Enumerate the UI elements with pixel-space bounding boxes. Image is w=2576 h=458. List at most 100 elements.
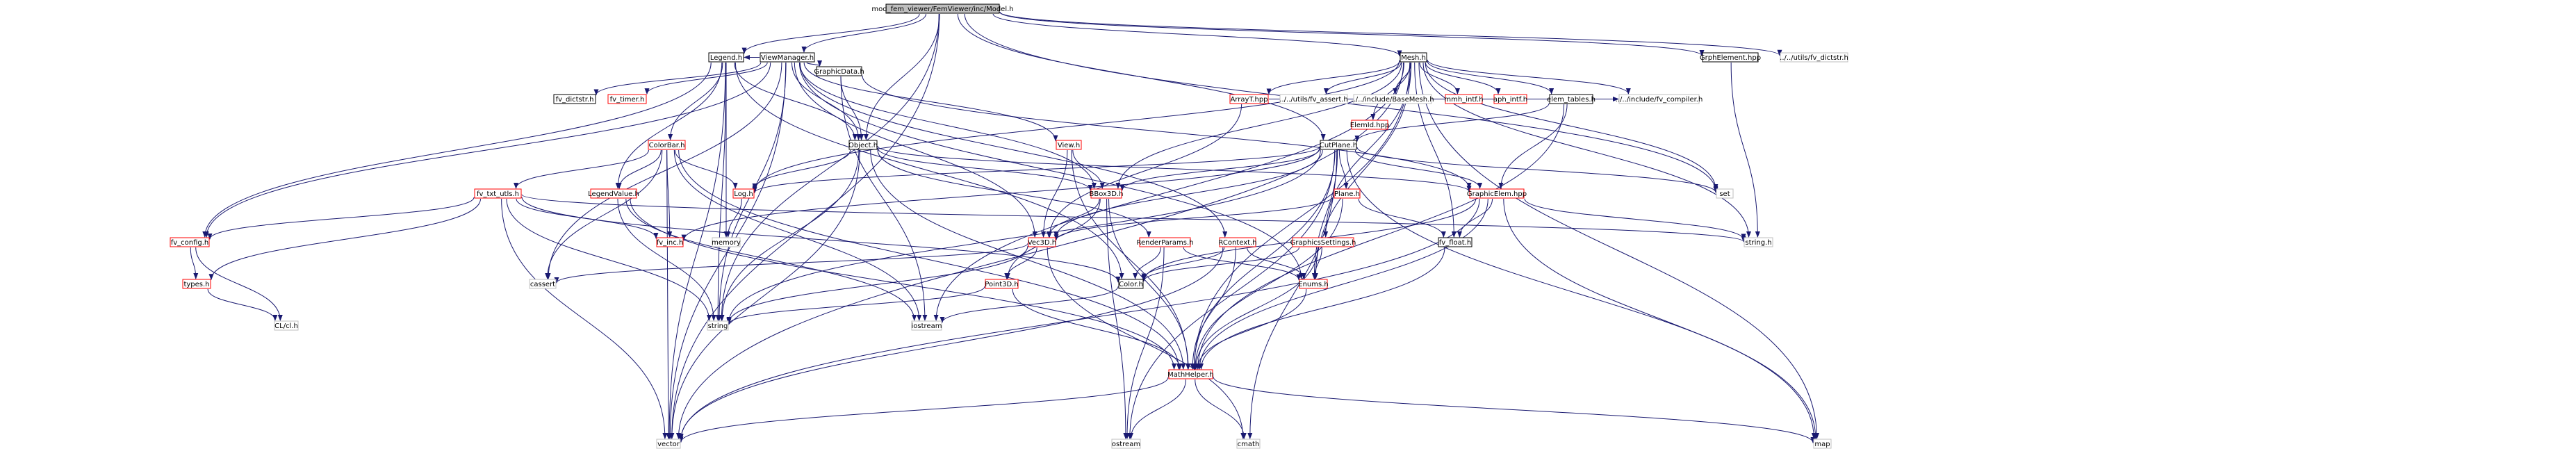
node-box-plane bbox=[1334, 188, 1361, 199]
edge-bbox3d-to-vec3d bbox=[1046, 198, 1100, 238]
node-fvfloat[interactable]: fv_float.h bbox=[1438, 237, 1472, 247]
node-object[interactable]: Object.h bbox=[848, 140, 878, 150]
edge-model-to-mesh bbox=[992, 13, 1402, 57]
node-logh[interactable]: Log.h bbox=[732, 188, 755, 199]
edge-renderparams-to-ostream bbox=[1124, 247, 1165, 439]
node-elemid[interactable]: ElemId.hpp bbox=[1350, 120, 1390, 130]
edge-cutplane-to-graphicelem bbox=[1354, 149, 1483, 189]
edge-object-to-graphicelem bbox=[877, 145, 1472, 193]
node-box-cutplane bbox=[1320, 140, 1357, 150]
node-box-point3d bbox=[985, 279, 1019, 289]
edge-viewmanager-to-vec3d bbox=[794, 62, 1037, 238]
node-fvtxtutils[interactable]: fv_txt_utls.h bbox=[474, 188, 522, 199]
edge-mesh-to-arrayt bbox=[1266, 60, 1400, 95]
node-fvassert: ../../utils/fv_assert.h bbox=[1279, 94, 1348, 104]
node-types[interactable]: types.h bbox=[182, 279, 211, 289]
edge-mesh-to-fvcompiler bbox=[1427, 59, 1631, 95]
node-box-color bbox=[1118, 279, 1144, 289]
node-fvconfig[interactable]: fv_config.h bbox=[170, 237, 210, 247]
node-arrayt[interactable]: ArrayT.hpp bbox=[1229, 94, 1269, 104]
node-memory: memory bbox=[712, 237, 741, 247]
edge-object-to-mathhelper bbox=[870, 149, 1186, 370]
node-label-logh: Log.h bbox=[734, 190, 753, 198]
nodes-layer: mod_fem_viewer/FemViewer/inc/Model.hView… bbox=[170, 3, 1848, 449]
node-renderparams[interactable]: RenderParams.h bbox=[1136, 237, 1194, 247]
node-label-aphintf: aph_intf.h bbox=[1493, 96, 1527, 104]
node-label-fvtimer: fv_timer.h bbox=[610, 96, 645, 104]
node-fvinc[interactable]: fv_inc.h bbox=[656, 237, 684, 247]
edge-graphicdata-to-graphicelem bbox=[862, 75, 1472, 190]
node-mmhintf[interactable]: mmh_intf.h bbox=[1444, 94, 1484, 104]
node-box-basemesh bbox=[1353, 94, 1432, 104]
edge-view-to-vec3d bbox=[1041, 149, 1068, 238]
node-plane[interactable]: Plane.h bbox=[1334, 188, 1361, 199]
node-box-vector bbox=[656, 439, 681, 449]
node-fvtimer[interactable]: fv_timer.h bbox=[607, 94, 647, 104]
node-vec3d[interactable]: Vec3D.h bbox=[1028, 237, 1056, 247]
node-label-enums: Enums.h bbox=[1298, 281, 1328, 288]
edge-graphicssettings-to-color bbox=[1141, 247, 1299, 282]
node-viewmanager[interactable]: ViewManager.h bbox=[760, 52, 815, 63]
node-set: set bbox=[1716, 188, 1734, 199]
node-box-viewmanager bbox=[760, 52, 815, 63]
node-box-bbox3d bbox=[1090, 188, 1122, 199]
node-label-clcl: CL/cl.h bbox=[274, 322, 298, 330]
node-legend[interactable]: Legend.h bbox=[708, 52, 744, 63]
node-box-fvtimer bbox=[607, 94, 647, 104]
edge-graphicelem-to-stringh bbox=[1524, 198, 1746, 240]
node-label-fvconfig: fv_config.h bbox=[171, 239, 209, 247]
node-box-fvassert bbox=[1279, 94, 1348, 104]
node-enums[interactable]: Enums.h bbox=[1298, 279, 1329, 289]
node-mesh[interactable]: Mesh.h bbox=[1400, 52, 1427, 63]
edge-rcontext-to-color bbox=[1141, 247, 1225, 280]
node-label-legend: Legend.h bbox=[710, 54, 742, 62]
edge-model-to-viewmanager bbox=[801, 13, 927, 53]
node-string: string bbox=[707, 320, 729, 331]
edge-viewmanager-to-graphicdata bbox=[806, 60, 823, 67]
node-model[interactable]: mod_fem_viewer/FemViewer/inc/Model.h bbox=[871, 3, 1014, 14]
edge-fvtxtutils-to-color bbox=[521, 197, 1121, 283]
edge-colorbar-to-logh bbox=[674, 149, 738, 189]
edge-vec3d-to-cassert bbox=[554, 243, 1028, 284]
node-box-ostream bbox=[1111, 439, 1141, 449]
edge-legendvalue-to-mathhelper bbox=[630, 198, 1176, 370]
node-label-fvtxtutils: fv_txt_utls.h bbox=[477, 190, 519, 198]
node-legendvalue[interactable]: LegendValue.h bbox=[588, 188, 639, 199]
node-box-object bbox=[848, 140, 878, 150]
node-aphintf[interactable]: aph_intf.h bbox=[1493, 94, 1527, 104]
edge-fvfloat-to-mathhelper bbox=[1199, 247, 1445, 370]
node-box-fvinc bbox=[656, 237, 684, 247]
node-grphelement[interactable]: GrphElement.hpp bbox=[1700, 52, 1761, 63]
node-box-enums bbox=[1299, 279, 1328, 289]
node-bbox3d[interactable]: BBox3D.h bbox=[1089, 188, 1124, 199]
node-elemtables[interactable]: elem_tables.h bbox=[1547, 94, 1595, 104]
edge-graphicssettings-to-enums bbox=[1312, 247, 1322, 279]
node-cassert: cassert bbox=[529, 279, 557, 289]
node-color[interactable]: Color.h bbox=[1118, 279, 1144, 289]
node-colorbar[interactable]: ColorBar.h bbox=[648, 140, 686, 150]
node-label-cmath: cmath bbox=[1238, 441, 1260, 448]
edge-mesh-to-logh bbox=[752, 60, 1400, 193]
node-rcontext[interactable]: RContext.h bbox=[1218, 237, 1257, 247]
node-graphicelem[interactable]: GraphicElem.hpp bbox=[1467, 188, 1527, 199]
node-cutplane[interactable]: CutPlane.h bbox=[1320, 140, 1357, 150]
node-label-cassert: cassert bbox=[530, 281, 555, 288]
edge-graphicelem-to-fvfloat bbox=[1457, 198, 1493, 238]
node-graphicssettings[interactable]: GraphicsSettings.h bbox=[1290, 237, 1356, 247]
node-ostream: ostream bbox=[1111, 439, 1141, 449]
node-mathhelper[interactable]: MathHelper.h bbox=[1167, 369, 1214, 379]
node-label-basemesh: ../../include/BaseMesh.h bbox=[1351, 96, 1434, 104]
node-label-fvassert: ../../utils/fv_assert.h bbox=[1279, 96, 1348, 104]
node-label-vec3d: Vec3D.h bbox=[1028, 239, 1056, 247]
node-graphicdata[interactable]: GraphicData.h bbox=[814, 66, 864, 76]
edge-cutplane-to-cmath bbox=[1247, 149, 1338, 439]
node-box-logh bbox=[732, 188, 755, 199]
edge-fvtxtutils-to-string bbox=[506, 198, 712, 321]
node-label-mmhintf: mmh_intf.h bbox=[1444, 96, 1483, 104]
node-point3d[interactable]: Point3D.h bbox=[985, 279, 1019, 289]
node-fvdictstr[interactable]: fv_dictstr.h bbox=[553, 94, 596, 104]
node-label-elemid: ElemId.hpp bbox=[1350, 122, 1390, 129]
node-fvdictstr_top: ../../utils/fv_dictstr.h bbox=[1780, 52, 1848, 63]
node-view[interactable]: View.h bbox=[1056, 140, 1082, 150]
